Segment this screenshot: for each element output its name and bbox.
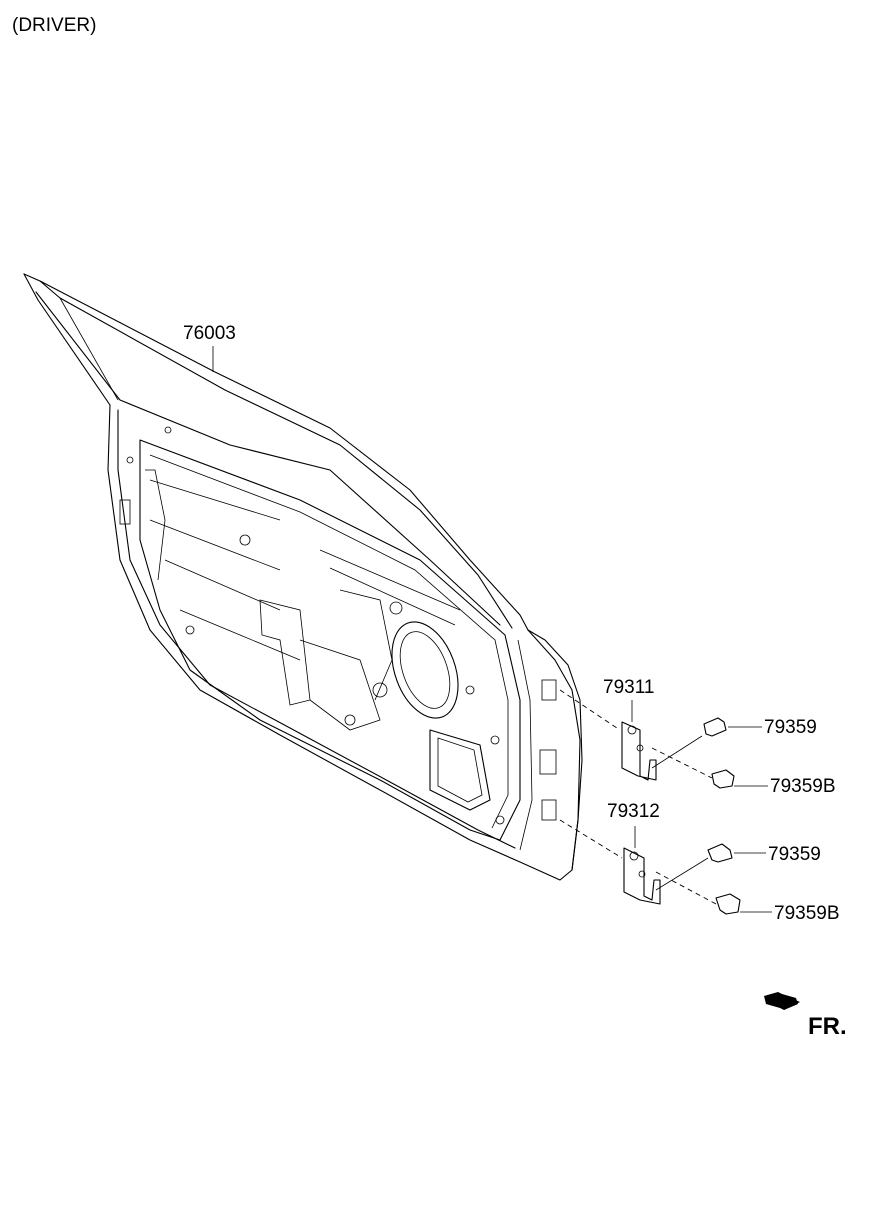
upper-bolt-79359b bbox=[711, 769, 735, 789]
callout-79359-lower: 79359 bbox=[768, 844, 821, 865]
upper-hinge-group bbox=[559, 689, 768, 789]
callout-79359b-lower: 79359B bbox=[774, 903, 840, 924]
callout-76003: 76003 bbox=[183, 323, 236, 344]
callout-79311: 79311 bbox=[603, 677, 655, 698]
lower-hinge-group bbox=[559, 819, 772, 915]
upper-bolt-79359 bbox=[703, 717, 727, 737]
lower-bolt-79359b bbox=[715, 893, 741, 915]
callout-79359-upper: 79359 bbox=[764, 717, 817, 738]
front-direction-arrow-icon bbox=[764, 992, 800, 1010]
diagram-variant-label: (DRIVER) bbox=[12, 15, 97, 36]
front-direction-label: FR. bbox=[808, 1013, 847, 1040]
callout-79312: 79312 bbox=[607, 801, 660, 822]
lower-bolt-79359 bbox=[707, 843, 733, 863]
callout-79359b-upper: 79359B bbox=[770, 776, 836, 797]
lower-hinge-bracket bbox=[623, 847, 661, 905]
front-door-panel bbox=[23, 273, 583, 881]
